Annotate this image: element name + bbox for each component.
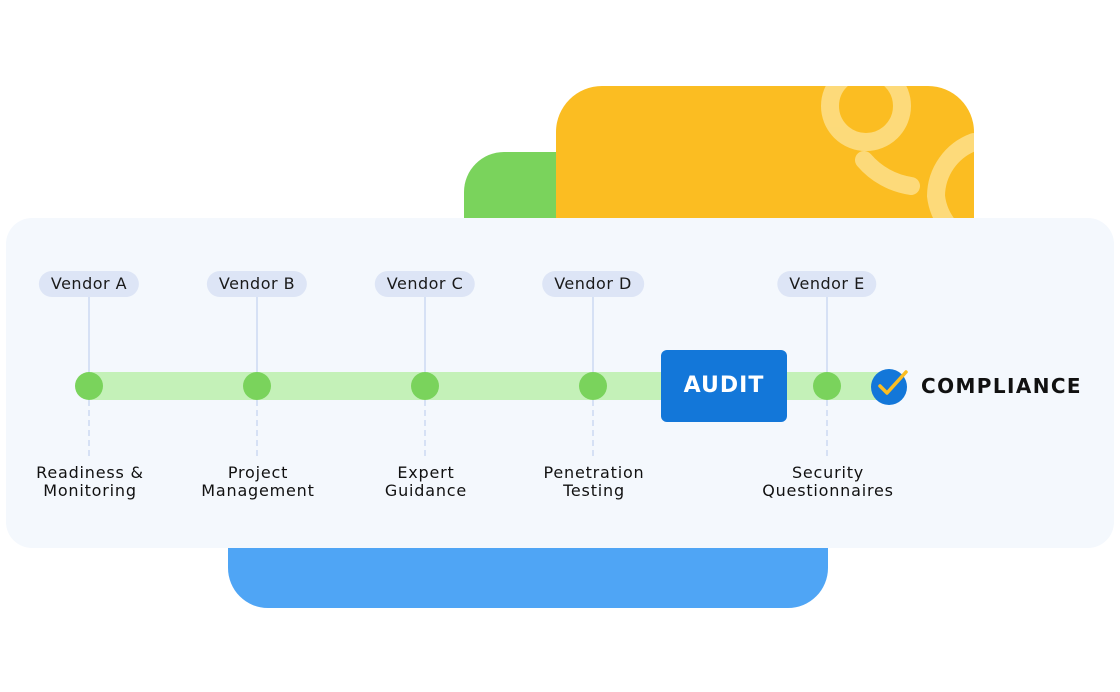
vendor-a-pill: Vendor A — [38, 271, 140, 297]
connector-dash — [256, 400, 258, 456]
vendor-c-pill: Vendor C — [374, 271, 476, 297]
step-project-management: Project Management — [168, 464, 348, 500]
step-readiness-monitoring: Readiness & Monitoring — [0, 464, 180, 500]
step-security-questionnaires: Security Questionnaires — [738, 464, 918, 500]
vendor-b-pill: Vendor B — [206, 271, 308, 297]
step-line-1: Readiness & — [36, 463, 144, 482]
check-badge-icon — [871, 369, 908, 405]
step-line-2: Testing — [563, 481, 625, 500]
milestone-dot — [411, 372, 439, 400]
step-line-2: Questionnaires — [762, 481, 894, 500]
connector-line — [88, 296, 90, 386]
connector-dash — [592, 400, 594, 456]
step-line-1: Project — [227, 463, 289, 482]
connector-line — [424, 296, 426, 386]
milestone-dot — [75, 372, 103, 400]
vendor-d-pill: Vendor D — [542, 271, 644, 297]
connector-dash — [424, 400, 426, 456]
connector-line — [256, 296, 258, 386]
milestone-dot — [243, 372, 271, 400]
step-line-2: Management — [201, 481, 315, 500]
step-line-1: Security — [791, 463, 865, 482]
step-line-2: Guidance — [384, 481, 468, 500]
milestone-dot — [579, 372, 607, 400]
step-expert-guidance: Expert Guidance — [336, 464, 516, 500]
connector-dash — [88, 400, 90, 456]
step-penetration-testing: Penetration Testing — [504, 464, 684, 500]
step-line-1: Penetration — [543, 463, 645, 482]
milestone-dot — [813, 372, 841, 400]
step-line-1: Expert — [397, 463, 455, 482]
connector-line — [826, 296, 828, 386]
connector-line — [592, 296, 594, 386]
step-line-2: Monitoring — [43, 481, 137, 500]
connector-dash — [826, 400, 828, 456]
vendor-e-pill: Vendor E — [777, 271, 877, 297]
compliance-label: COMPLIANCE — [921, 374, 1082, 398]
audit-box: AUDIT — [661, 350, 787, 422]
